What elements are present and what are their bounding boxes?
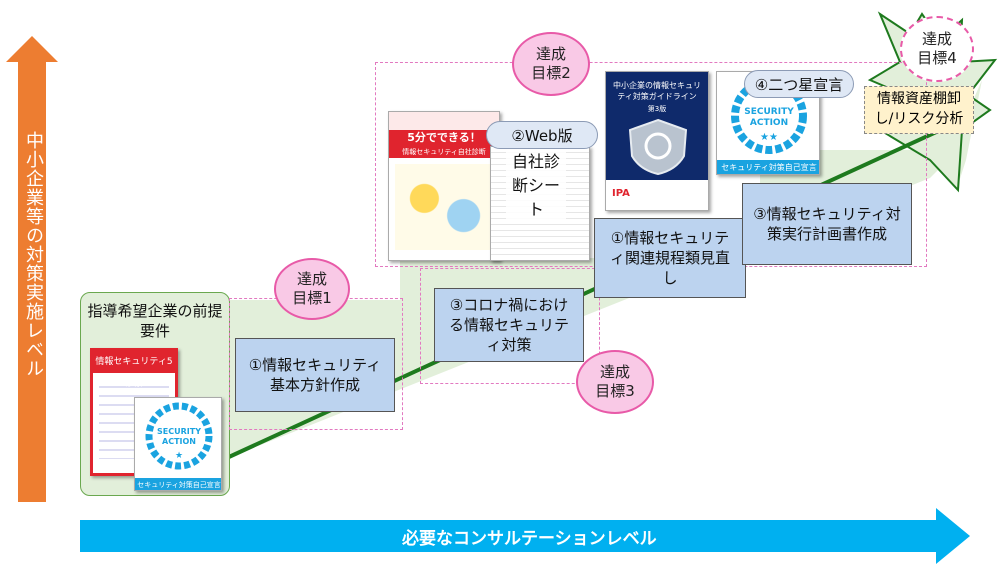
vertical-axis-arrow: 中小企業等の対策実施レベル xyxy=(6,36,58,502)
badge1-text: SECURITY xyxy=(157,427,201,436)
step-regulations: ①情報セキュリティ関連規程類見直し xyxy=(594,218,746,298)
step-corona: ③コロナ禍における情報セキュリティ対策 xyxy=(434,288,584,362)
goal-3-circle: 達成目標3 xyxy=(576,350,654,414)
svg-text:★: ★ xyxy=(175,451,183,461)
svg-text:ACTION: ACTION xyxy=(162,437,196,446)
goal-2-circle: 達成目標2 xyxy=(512,32,590,96)
goal-3-label: 達成目標3 xyxy=(595,363,635,400)
two-star-pill: ④二つ星宣言 xyxy=(744,70,854,98)
horizontal-axis-arrow: 必要なコンサルテーションレベル xyxy=(80,508,970,564)
vertical-axis-label: 中小企業等の対策実施レベル xyxy=(23,131,44,378)
five-min-sub: 情報セキュリティ自社診断 xyxy=(389,146,499,158)
goal-4-label: 達成目標4 xyxy=(917,30,957,67)
self-check-sheet-label: 自社診断シート xyxy=(506,150,566,222)
step-inventory: 情報資産棚卸し/リスク分析 xyxy=(864,86,974,134)
step-basic-policy: ①情報セキュリティ基本方針作成 xyxy=(235,338,395,412)
guideline-title: 中小企業の情報セキュリティ対策ガイドライン xyxy=(613,81,701,101)
ipa-logo: IPA xyxy=(612,188,630,199)
goal-1-circle: 達成目標1 xyxy=(274,258,350,320)
goal-1-label: 達成目標1 xyxy=(292,270,332,307)
svg-text:SECURITY: SECURITY xyxy=(744,107,794,117)
goal-2-label: 達成目標2 xyxy=(531,45,571,82)
guideline-edition: 第3版 xyxy=(647,105,667,113)
goal-4-circle: 達成目標4 xyxy=(900,16,974,82)
guideline-doc: 中小企業の情報セキュリティ対策ガイドライン 第3版 IPA xyxy=(605,71,709,211)
svg-text:★★: ★★ xyxy=(760,132,778,143)
badge1-footer: セキュリティ対策自己宣言 xyxy=(137,481,221,489)
goal3-region xyxy=(420,268,600,384)
five-minute-self-check-doc: 5分でできる！ 情報セキュリティ自社診断 xyxy=(388,111,500,261)
five-min-title: 5分でできる！ xyxy=(389,130,499,146)
booklet-title: 情報セキュリティ5か条 xyxy=(93,351,175,389)
prerequisite-title: 指導希望企業の前提要件 xyxy=(87,302,223,340)
step-plan: ③情報セキュリティ対策実行計画書作成 xyxy=(742,183,912,265)
horizontal-axis-label: 必要なコンサルテーションレベル xyxy=(402,529,657,549)
badge2-footer: セキュリティ対策自己宣言 xyxy=(721,163,817,172)
web-version-pill: ②Web版 xyxy=(486,121,598,149)
security-action-one-star: SECURITY ACTION ★ セキュリティ対策自己宣言 xyxy=(134,397,222,491)
svg-text:ACTION: ACTION xyxy=(750,118,788,128)
